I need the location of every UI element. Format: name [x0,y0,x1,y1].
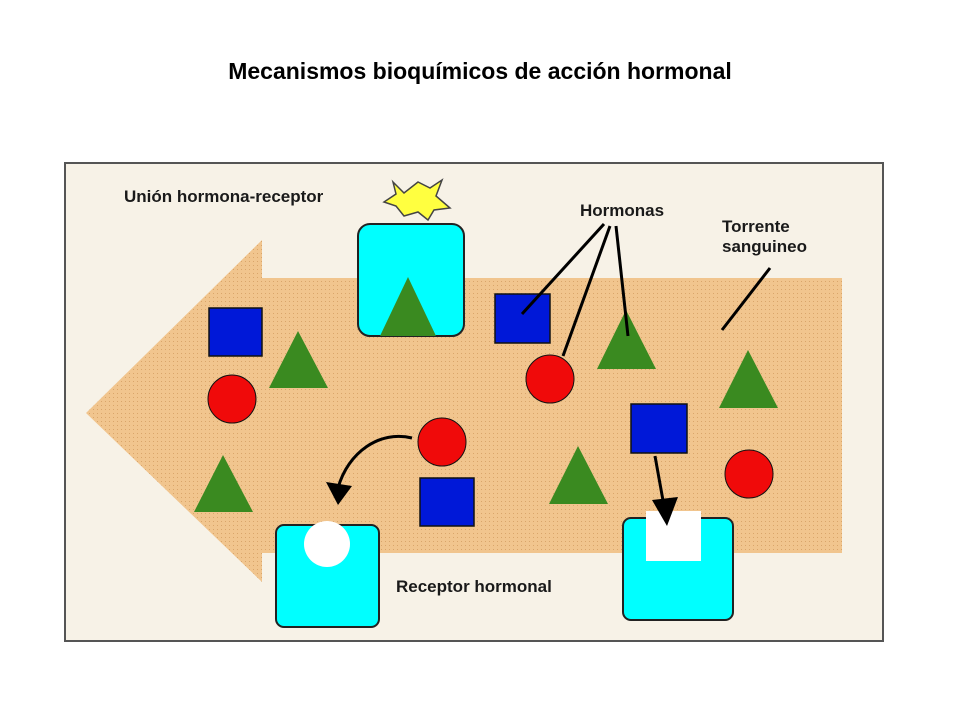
circle-hormone [207,374,257,424]
triangle-hormone [597,310,656,369]
label-torrente-line2: sanguineo [722,237,807,256]
triangle-hormone [719,350,778,408]
torrente-leader-line [720,267,772,331]
bloodstream-arrow [86,240,842,582]
label-hormonas: Hormonas [580,201,664,220]
triangle-hormone [549,446,608,504]
bound-triangle-hormone [380,277,436,336]
straight-arrow-head-icon [652,497,678,526]
hormonas-leader-lines [520,222,630,357]
square-hormone [494,293,551,344]
square-hormone [630,403,688,454]
circle-hormone [724,449,774,499]
triangle-hormone [194,455,253,512]
triangle-hormone [269,331,328,388]
label-receptor: Receptor hormonal [396,577,552,596]
label-torrente-line1: Torrente [722,217,790,236]
circle-hormone [525,354,575,404]
curved-arrow-head-icon [326,482,352,505]
receptor-square-slot [646,511,701,561]
page-title: Mecanismos bioquímicos de acción hormona… [228,58,732,84]
square-hormone [208,307,263,357]
straight-arrow-icon [653,455,666,507]
label-union: Unión hormona-receptor [124,187,324,206]
circle-hormone [417,417,467,467]
receptor-circle-slot [304,521,350,567]
square-hormone [419,477,475,527]
star-icon [382,178,452,222]
curved-arrow-icon [336,435,413,489]
